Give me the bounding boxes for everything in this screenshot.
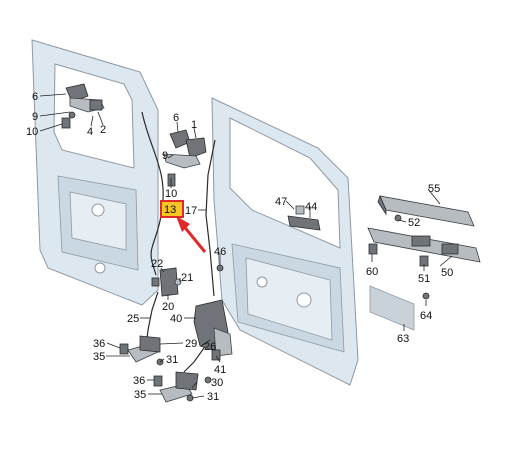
handle-bracket-50: [367, 227, 481, 263]
label-52: 52: [408, 217, 420, 229]
label-30: 30: [211, 377, 223, 389]
label-64: 64: [420, 310, 432, 322]
label-10: 10: [26, 126, 38, 138]
label-40: 40: [170, 313, 182, 325]
part-labels: 6 9 10 4 2 6 1 9 10 13 17 47 44 55 52 46…: [26, 91, 453, 403]
label-63: 63: [397, 333, 409, 345]
label-47: 47: [275, 196, 287, 208]
label-31: 31: [166, 354, 178, 366]
label-10: 10: [165, 188, 177, 200]
label-21: 21: [181, 272, 193, 284]
door-lock: [193, 299, 233, 357]
label-17: 17: [185, 205, 197, 217]
right-rear-door: [211, 97, 359, 386]
label-22: 22: [151, 258, 163, 270]
label-20: 20: [162, 301, 174, 313]
bolt-64: [422, 292, 430, 300]
label-31: 31: [207, 391, 219, 403]
part-46: [216, 264, 224, 272]
label-46: 46: [214, 246, 226, 258]
label-13: 13: [164, 204, 176, 216]
label-9: 9: [32, 111, 38, 123]
screw-60: [368, 243, 378, 255]
upper-hinge-right: [163, 129, 207, 187]
label-35: 35: [134, 389, 146, 401]
label-4: 4: [87, 126, 93, 138]
label-51: 51: [418, 273, 430, 285]
label-9: 9: [162, 150, 168, 162]
plate-63: [369, 285, 415, 331]
label-60: 60: [366, 266, 378, 278]
label-6: 6: [173, 112, 179, 124]
label-41: 41: [214, 364, 226, 376]
lower-hinge-left: [119, 335, 164, 366]
label-26: 26: [204, 341, 216, 353]
clip-52: [394, 214, 402, 222]
rail-55: [377, 194, 475, 227]
label-44: 44: [305, 201, 317, 213]
upper-hinge-left: [61, 83, 105, 129]
label-2: 2: [100, 124, 106, 136]
label-55: 55: [428, 183, 440, 195]
label-29: 29: [185, 338, 197, 350]
label-6: 6: [32, 91, 38, 103]
latch-assembly: [151, 267, 182, 297]
label-35: 35: [93, 351, 105, 363]
leader-lines: [39, 93, 453, 399]
cable-17: [205, 139, 216, 297]
label-25: 25: [127, 313, 139, 325]
bolt-41: [211, 349, 221, 361]
label-50: 50: [441, 267, 453, 279]
highlight-box: [160, 200, 184, 218]
inner-handle: [287, 205, 321, 231]
label-1: 1: [191, 119, 197, 131]
label-36: 36: [133, 375, 145, 387]
lower-hinge-right: [153, 371, 212, 403]
red-arrow: [176, 216, 207, 253]
left-rear-door: [31, 39, 159, 306]
label-36: 36: [93, 338, 105, 350]
